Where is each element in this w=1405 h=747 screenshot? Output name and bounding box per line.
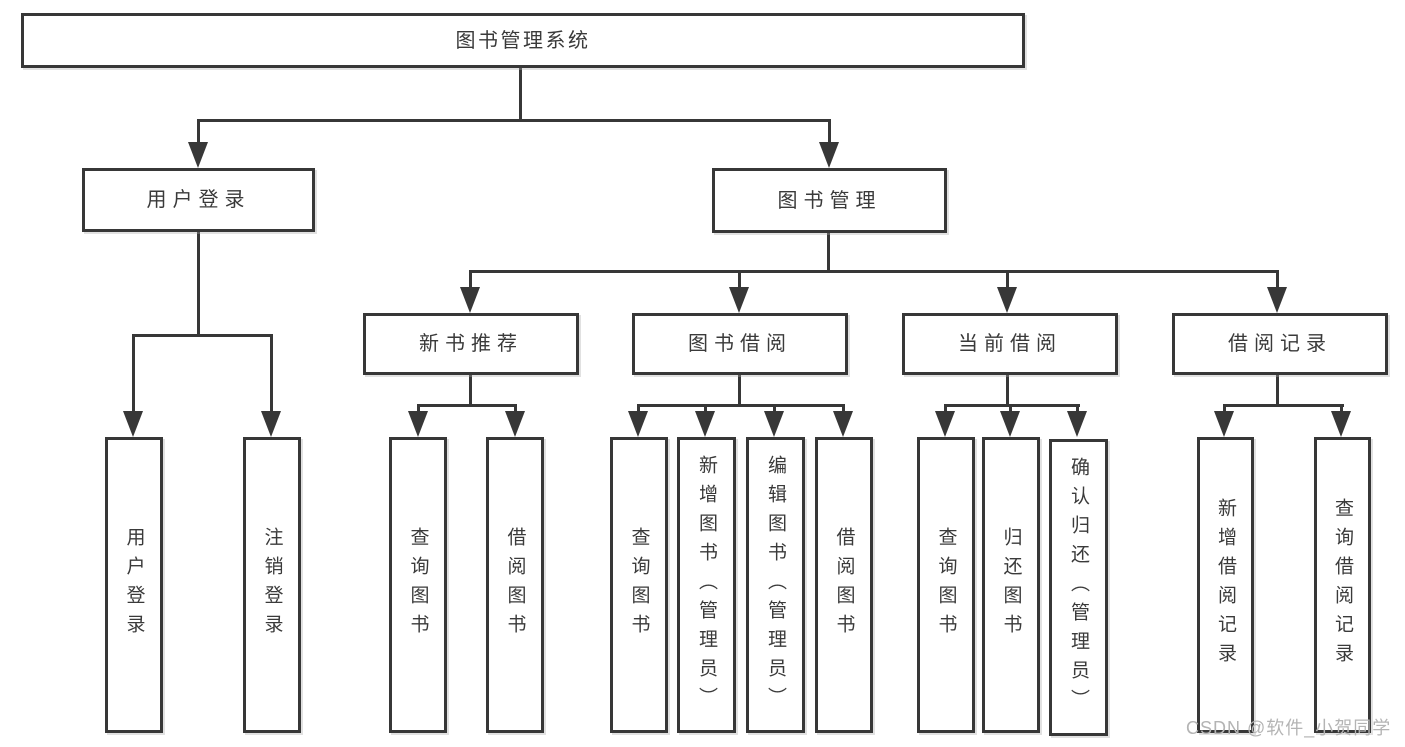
connector-line [704, 404, 707, 413]
node-leaf-borrow-edit-book: 编辑图书（管理员） [746, 437, 805, 733]
arrowhead-down-icon [1331, 411, 1351, 437]
connector-line [637, 404, 640, 413]
node-label: 用户登录 [146, 189, 251, 211]
connector-line [270, 334, 273, 413]
connector-line [1223, 404, 1344, 407]
node-label: 新书推荐 [419, 333, 523, 355]
node-label: 注销登录 [261, 527, 283, 643]
node-current-borrow: 当前借阅 [902, 313, 1118, 375]
connector-line [417, 404, 420, 413]
connector-line [1340, 404, 1343, 413]
arrowhead-down-icon [460, 287, 480, 313]
node-label: 新增借阅记录 [1215, 498, 1236, 672]
arrowhead-down-icon [628, 411, 648, 437]
arrowhead-down-icon [188, 142, 208, 168]
arrowhead-down-icon [1067, 411, 1087, 437]
node-label: 当前借阅 [958, 333, 1062, 355]
connector-line [1006, 373, 1009, 407]
connector-line [1009, 404, 1012, 413]
arrowhead-down-icon [935, 411, 955, 437]
arrowhead-down-icon [997, 287, 1017, 313]
connector-line [738, 373, 741, 407]
node-label: 图书管理 [777, 189, 882, 212]
connector-line [842, 404, 845, 413]
connector-line [637, 404, 845, 407]
node-library-system: 图书管理系统 [21, 13, 1025, 68]
connector-line [1006, 270, 1009, 289]
arrowhead-down-icon [695, 411, 715, 437]
node-leaf-user-login: 用户登录 [105, 437, 163, 733]
connector-line [469, 270, 1279, 273]
node-label: 图书借阅 [688, 333, 792, 355]
connector-line [132, 334, 273, 337]
arrowhead-down-icon [408, 411, 428, 437]
connector-line [1276, 270, 1279, 289]
node-user-login: 用户登录 [82, 168, 315, 232]
node-leaf-borrow-add-book: 新增图书（管理员） [677, 437, 736, 733]
arrowhead-down-icon [764, 411, 784, 437]
node-label: 查询借阅记录 [1332, 498, 1353, 672]
node-borrow-record: 借阅记录 [1172, 313, 1388, 375]
node-leaf-borrow-borrow-book: 借阅图书 [815, 437, 873, 733]
node-label: 查询图书 [935, 527, 957, 643]
connector-line [828, 119, 831, 144]
node-leaf-recommend-query-book: 查询图书 [389, 437, 447, 733]
connector-line [944, 404, 947, 413]
arrowhead-down-icon [1214, 411, 1234, 437]
connector-line [827, 231, 830, 273]
node-label: 归还图书 [1000, 527, 1022, 643]
csdn-watermark: CSDN @软件_小贺同学 [1186, 718, 1392, 738]
node-label: 查询图书 [407, 527, 429, 643]
connector-line [944, 404, 1080, 407]
node-leaf-logout: 注销登录 [243, 437, 301, 733]
node-book-management: 图书管理 [712, 168, 947, 233]
node-label: 借阅图书 [504, 527, 526, 643]
connector-line [469, 270, 472, 289]
node-leaf-record-query-record: 查询借阅记录 [1314, 437, 1371, 733]
connector-line [1076, 404, 1079, 413]
node-leaf-current-query-book: 查询图书 [917, 437, 975, 733]
connector-line [1223, 404, 1226, 413]
arrowhead-down-icon [833, 411, 853, 437]
connector-line [469, 373, 472, 407]
node-leaf-record-add-record: 新增借阅记录 [1197, 437, 1254, 733]
node-leaf-borrow-query-book: 查询图书 [610, 437, 668, 733]
connector-line [1276, 373, 1279, 407]
arrowhead-down-icon [1267, 287, 1287, 313]
node-label: 编辑图书（管理员） [765, 454, 786, 716]
node-leaf-current-confirm-return: 确认归还（管理员） [1049, 439, 1108, 736]
arrowhead-down-icon [505, 411, 525, 437]
node-label: 借阅图书 [833, 527, 855, 643]
node-leaf-recommend-borrow-book: 借阅图书 [486, 437, 544, 733]
connector-line [519, 66, 522, 120]
arrowhead-down-icon [729, 287, 749, 313]
node-label: 查询图书 [628, 527, 650, 643]
arrowhead-down-icon [819, 142, 839, 168]
arrowhead-down-icon [123, 411, 143, 437]
connector-line [738, 270, 741, 289]
connector-line [197, 119, 200, 144]
node-book-borrow: 图书借阅 [632, 313, 848, 375]
node-label: 新增图书（管理员） [696, 454, 717, 716]
node-label: 确认归还（管理员） [1068, 457, 1089, 718]
node-new-book-recommend: 新书推荐 [363, 313, 579, 375]
node-label: 图书管理系统 [455, 29, 591, 52]
connector-line [197, 119, 831, 122]
connector-line [773, 404, 776, 413]
node-leaf-current-return-book: 归还图书 [982, 437, 1040, 733]
arrowhead-down-icon [1000, 411, 1020, 437]
connector-line [197, 230, 200, 336]
arrowhead-down-icon [261, 411, 281, 437]
connector-line [132, 334, 135, 413]
connector-line [514, 404, 517, 413]
node-label: 借阅记录 [1228, 333, 1332, 355]
node-label: 用户登录 [123, 527, 145, 643]
connector-line [417, 404, 517, 407]
